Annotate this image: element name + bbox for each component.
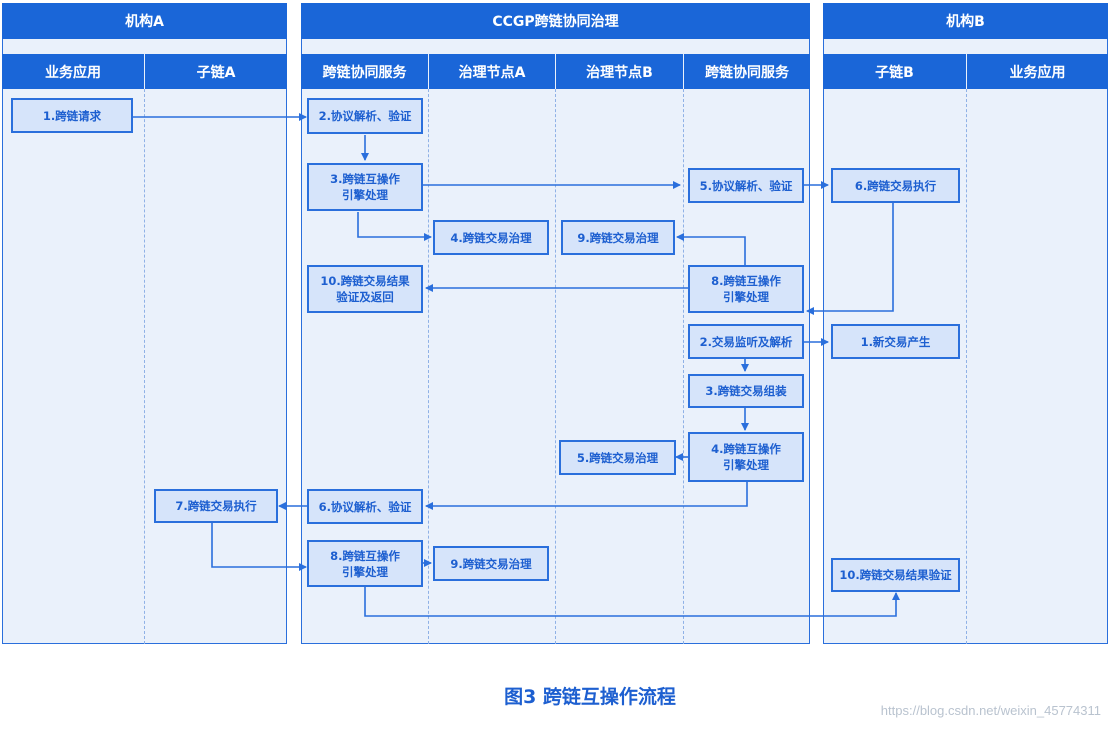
step-7-tx-execute: 7.跨链交易执行 xyxy=(154,489,278,523)
step-10-result-verify-return: 10.跨链交易结果 验证及返回 xyxy=(307,265,423,313)
lane-divider xyxy=(683,89,684,644)
panel-title-org-b: 机构B xyxy=(823,3,1108,39)
lane-header-org-b-app: 业务应用 xyxy=(967,54,1108,89)
step-6-tx-execute: 6.跨链交易执行 xyxy=(831,168,960,203)
lane-header-ccgp-service-2: 跨链协同服务 xyxy=(684,54,810,89)
step-4-engine-process: 4.跨链互操作 引擎处理 xyxy=(688,432,804,482)
panel-org-b xyxy=(823,3,1108,644)
lane-header-org-a-app: 业务应用 xyxy=(2,54,144,89)
arrow-8-to-9 xyxy=(676,233,746,265)
lane-header-ccgp-service-1: 跨链协同服务 xyxy=(301,54,428,89)
panel-title-ccgp: CCGP跨链协同治理 xyxy=(301,3,810,39)
arrow-8-to-b10 xyxy=(364,587,900,617)
step-4-tx-governance: 4.跨链交易治理 xyxy=(433,220,549,255)
step-2-protocol-parse: 2.协议解析、验证 xyxy=(307,98,423,134)
step-9-tx-governance: 9.跨链交易治理 xyxy=(561,220,675,255)
lane-header-gov-node-a: 治理节点A xyxy=(429,54,555,89)
step-3-tx-assemble: 3.跨链交易组装 xyxy=(688,374,804,408)
lane-header-subchain-a: 子链A xyxy=(145,54,287,89)
step-8-engine-process: 8.跨链互操作 引擎处理 xyxy=(688,265,804,313)
lane-header-subchain-b: 子链B xyxy=(823,54,966,89)
step-3-engine-process: 3.跨链互操作 引擎处理 xyxy=(307,163,423,211)
lane-divider xyxy=(966,89,967,644)
watermark: https://blog.csdn.net/weixin_45774311 xyxy=(880,703,1101,718)
lane-divider xyxy=(144,89,145,644)
step-9-tx-governance: 9.跨链交易治理 xyxy=(433,546,549,581)
lane-header-gov-node-b: 治理节点B xyxy=(556,54,683,89)
lane-divider xyxy=(555,89,556,644)
step-5-protocol-parse: 5.协议解析、验证 xyxy=(688,168,804,203)
arrow-6-to-8 xyxy=(806,203,894,315)
step-5-tx-governance: 5.跨链交易治理 xyxy=(559,440,676,475)
step-2-tx-listen-parse: 2.交易监听及解析 xyxy=(688,324,804,359)
figure-caption: 图3 跨链互操作流程 xyxy=(504,686,676,708)
arrow-s4-to-6 xyxy=(425,482,748,510)
step-1-cross-chain-request: 1.跨链请求 xyxy=(11,98,133,133)
panel-title-org-a: 机构A xyxy=(2,3,287,39)
arrow-3-to-4 xyxy=(357,212,432,241)
step-1-new-tx: 1.新交易产生 xyxy=(831,324,960,359)
arrow-7-to-8 xyxy=(211,523,307,571)
step-10-result-verify: 10.跨链交易结果验证 xyxy=(831,558,960,592)
lane-divider xyxy=(428,89,429,644)
step-8-engine-process: 8.跨链互操作 引擎处理 xyxy=(307,540,423,587)
step-6-protocol-parse: 6.协议解析、验证 xyxy=(307,489,423,524)
